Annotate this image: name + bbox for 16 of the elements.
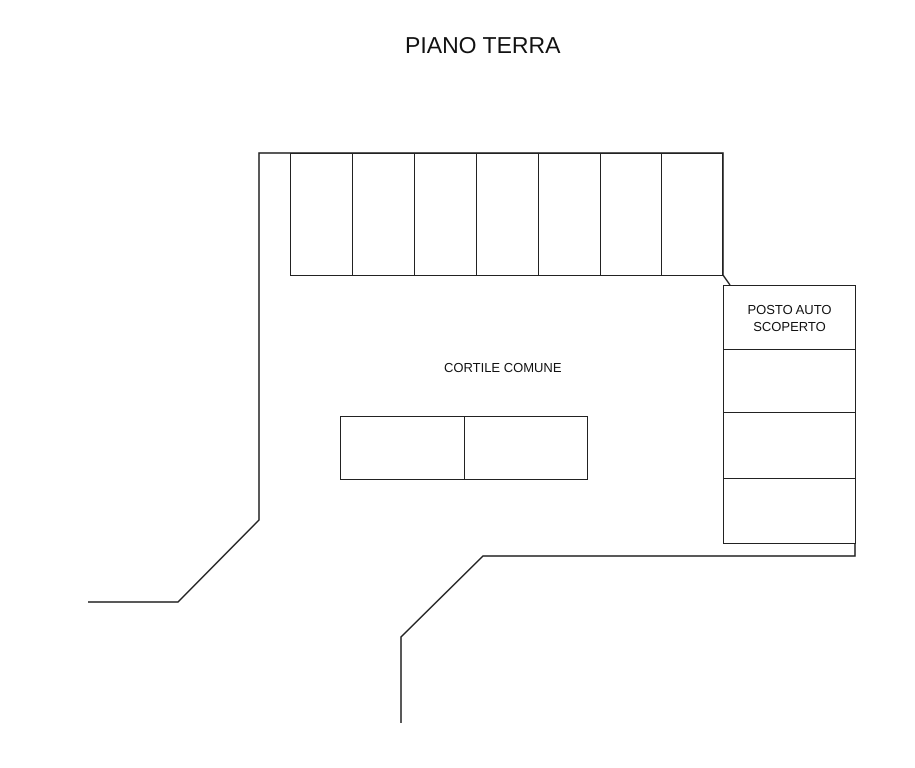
parking-space — [661, 153, 723, 276]
space-label: POSTO AUTO SCOPERTO — [746, 300, 833, 334]
parking-space — [290, 153, 353, 276]
parking-space — [352, 153, 415, 276]
plan-title: PIANO TERRA — [405, 32, 560, 59]
parking-space — [723, 412, 856, 479]
parking-space — [476, 153, 539, 276]
room-outline — [340, 416, 465, 480]
parking-space — [414, 153, 477, 276]
parking-space — [600, 153, 662, 276]
room-outline — [464, 416, 588, 480]
parking-space — [723, 349, 856, 413]
area-label: CORTILE COMUNE — [444, 360, 562, 375]
parking-space — [538, 153, 601, 276]
parking-space — [723, 285, 856, 350]
parking-space — [723, 478, 856, 544]
